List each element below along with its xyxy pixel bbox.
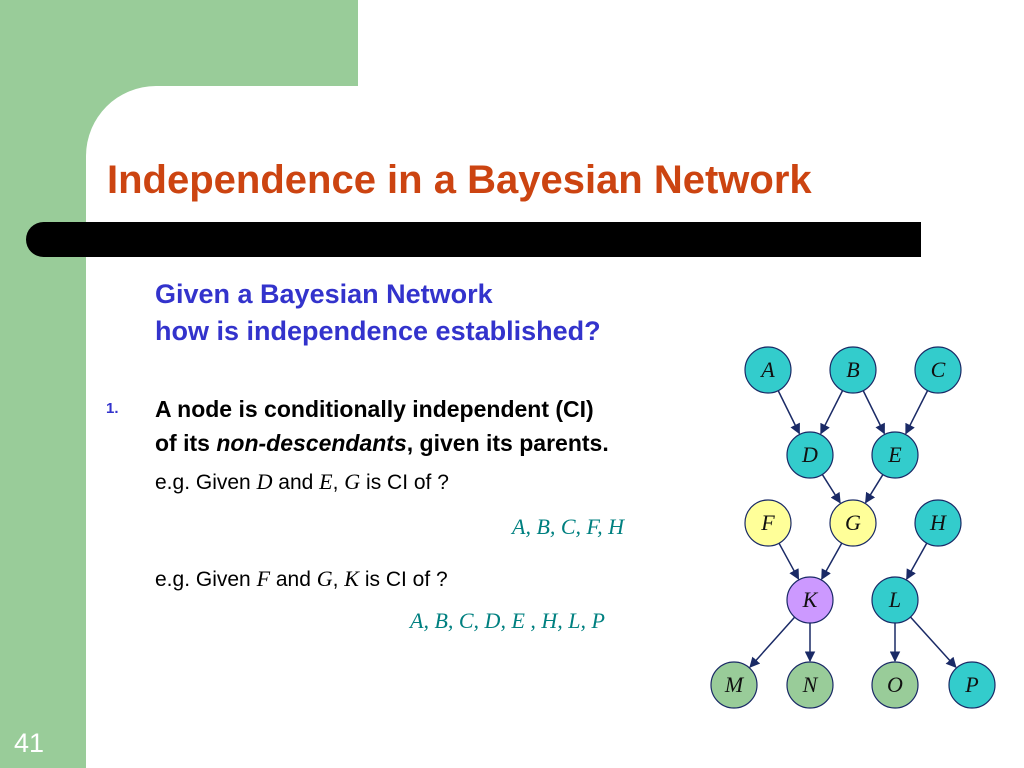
subtitle-line-2: how is independence established?	[155, 316, 601, 346]
example-2-prefix: e.g. Given	[155, 568, 257, 591]
edge-c-e	[905, 390, 929, 435]
node-c: C	[914, 346, 962, 394]
edge-a-d	[777, 390, 801, 435]
example-2-and: and	[270, 568, 317, 591]
edge-d-g	[821, 474, 841, 504]
edge-e-g	[864, 474, 884, 504]
node-circle	[744, 499, 792, 547]
main-point-emphasis: non-descendants	[216, 430, 407, 456]
example-2-comma: ,	[332, 568, 345, 591]
node-label: F	[760, 510, 775, 535]
node-label: D	[801, 442, 818, 467]
example-2-var-2: G	[316, 566, 333, 591]
node-circle	[710, 661, 758, 709]
main-point-line-2: of its non-descendants, given its parent…	[155, 426, 609, 460]
node-label: C	[931, 357, 946, 382]
node-label: E	[887, 442, 902, 467]
node-circle	[829, 499, 877, 547]
node-a: A	[744, 346, 792, 394]
node-circle	[744, 346, 792, 394]
node-label: N	[802, 672, 819, 697]
node-d: D	[786, 431, 834, 479]
edge-b-e	[862, 390, 886, 435]
node-circle	[914, 499, 962, 547]
example-1-prefix: e.g. Given	[155, 471, 257, 494]
node-n: N	[786, 661, 834, 709]
example-1-and: and	[272, 471, 320, 494]
node-g: G	[829, 499, 877, 547]
page-number: 41	[14, 728, 45, 758]
example-1-answer: A, B, C, F, H	[512, 514, 625, 539]
node-circle	[948, 661, 996, 709]
edge-k-m	[749, 616, 796, 668]
example-2: e.g. Given F and G, K is CI of ?	[155, 566, 448, 592]
network-nodes: A B C D E F G H K L M N O P	[710, 346, 996, 709]
node-label: K	[802, 587, 819, 612]
slide-title: Independence in a Bayesian Network	[107, 158, 812, 202]
node-b: B	[829, 346, 877, 394]
node-label: O	[887, 672, 903, 697]
main-point-prefix: of its	[155, 430, 217, 456]
node-f: F	[744, 499, 792, 547]
node-p: P	[948, 661, 996, 709]
node-label: G	[845, 510, 861, 535]
example-2-answer: A, B, C, D, E , H, L, P	[410, 608, 605, 633]
node-label: B	[846, 357, 859, 382]
example-1-var-1: D	[256, 469, 273, 494]
node-o: O	[871, 661, 919, 709]
list-number: 1.	[106, 400, 119, 417]
node-label: L	[888, 587, 901, 612]
edge-b-d	[820, 390, 844, 435]
example-2-var-1: F	[256, 566, 271, 591]
node-k: K	[786, 576, 834, 624]
example-1-comma: ,	[332, 471, 345, 494]
node-circle	[871, 661, 919, 709]
main-point-line-1: A node is conditionally independent (CI)	[155, 396, 594, 422]
node-circle	[786, 661, 834, 709]
node-circle	[914, 346, 962, 394]
title-underline-bar	[26, 222, 921, 257]
node-label: M	[724, 672, 745, 697]
node-l: L	[871, 576, 919, 624]
node-circle	[786, 431, 834, 479]
edge-l-p	[909, 616, 957, 668]
node-circle	[829, 346, 877, 394]
example-2-var-3: K	[344, 566, 359, 591]
example-1-var-2: E	[319, 469, 333, 494]
background-strip	[358, 0, 1024, 86]
example-2-suffix: is CI of ?	[358, 568, 448, 591]
example-1-suffix: is CI of ?	[360, 471, 449, 494]
node-label: H	[929, 510, 947, 535]
edge-f-k	[778, 542, 800, 580]
main-point-suffix: , given its parents.	[406, 430, 609, 456]
node-e: E	[871, 431, 919, 479]
node-circle	[786, 576, 834, 624]
edge-g-k	[821, 542, 843, 580]
main-point: A node is conditionally independent (CI)…	[155, 392, 609, 460]
node-h: H	[914, 499, 962, 547]
edge-h-l	[906, 542, 928, 580]
slide-panel	[86, 86, 1024, 768]
node-label: P	[964, 672, 978, 697]
node-m: M	[710, 661, 758, 709]
network-edges	[749, 390, 957, 668]
example-1-var-3: G	[344, 469, 361, 494]
example-1: e.g. Given D and E, G is CI of ?	[155, 469, 449, 495]
node-label: A	[759, 357, 775, 382]
node-circle	[871, 431, 919, 479]
subtitle-line-1: Given a Bayesian Network	[155, 279, 493, 309]
node-circle	[871, 576, 919, 624]
subtitle: Given a Bayesian Network how is independ…	[155, 276, 601, 350]
